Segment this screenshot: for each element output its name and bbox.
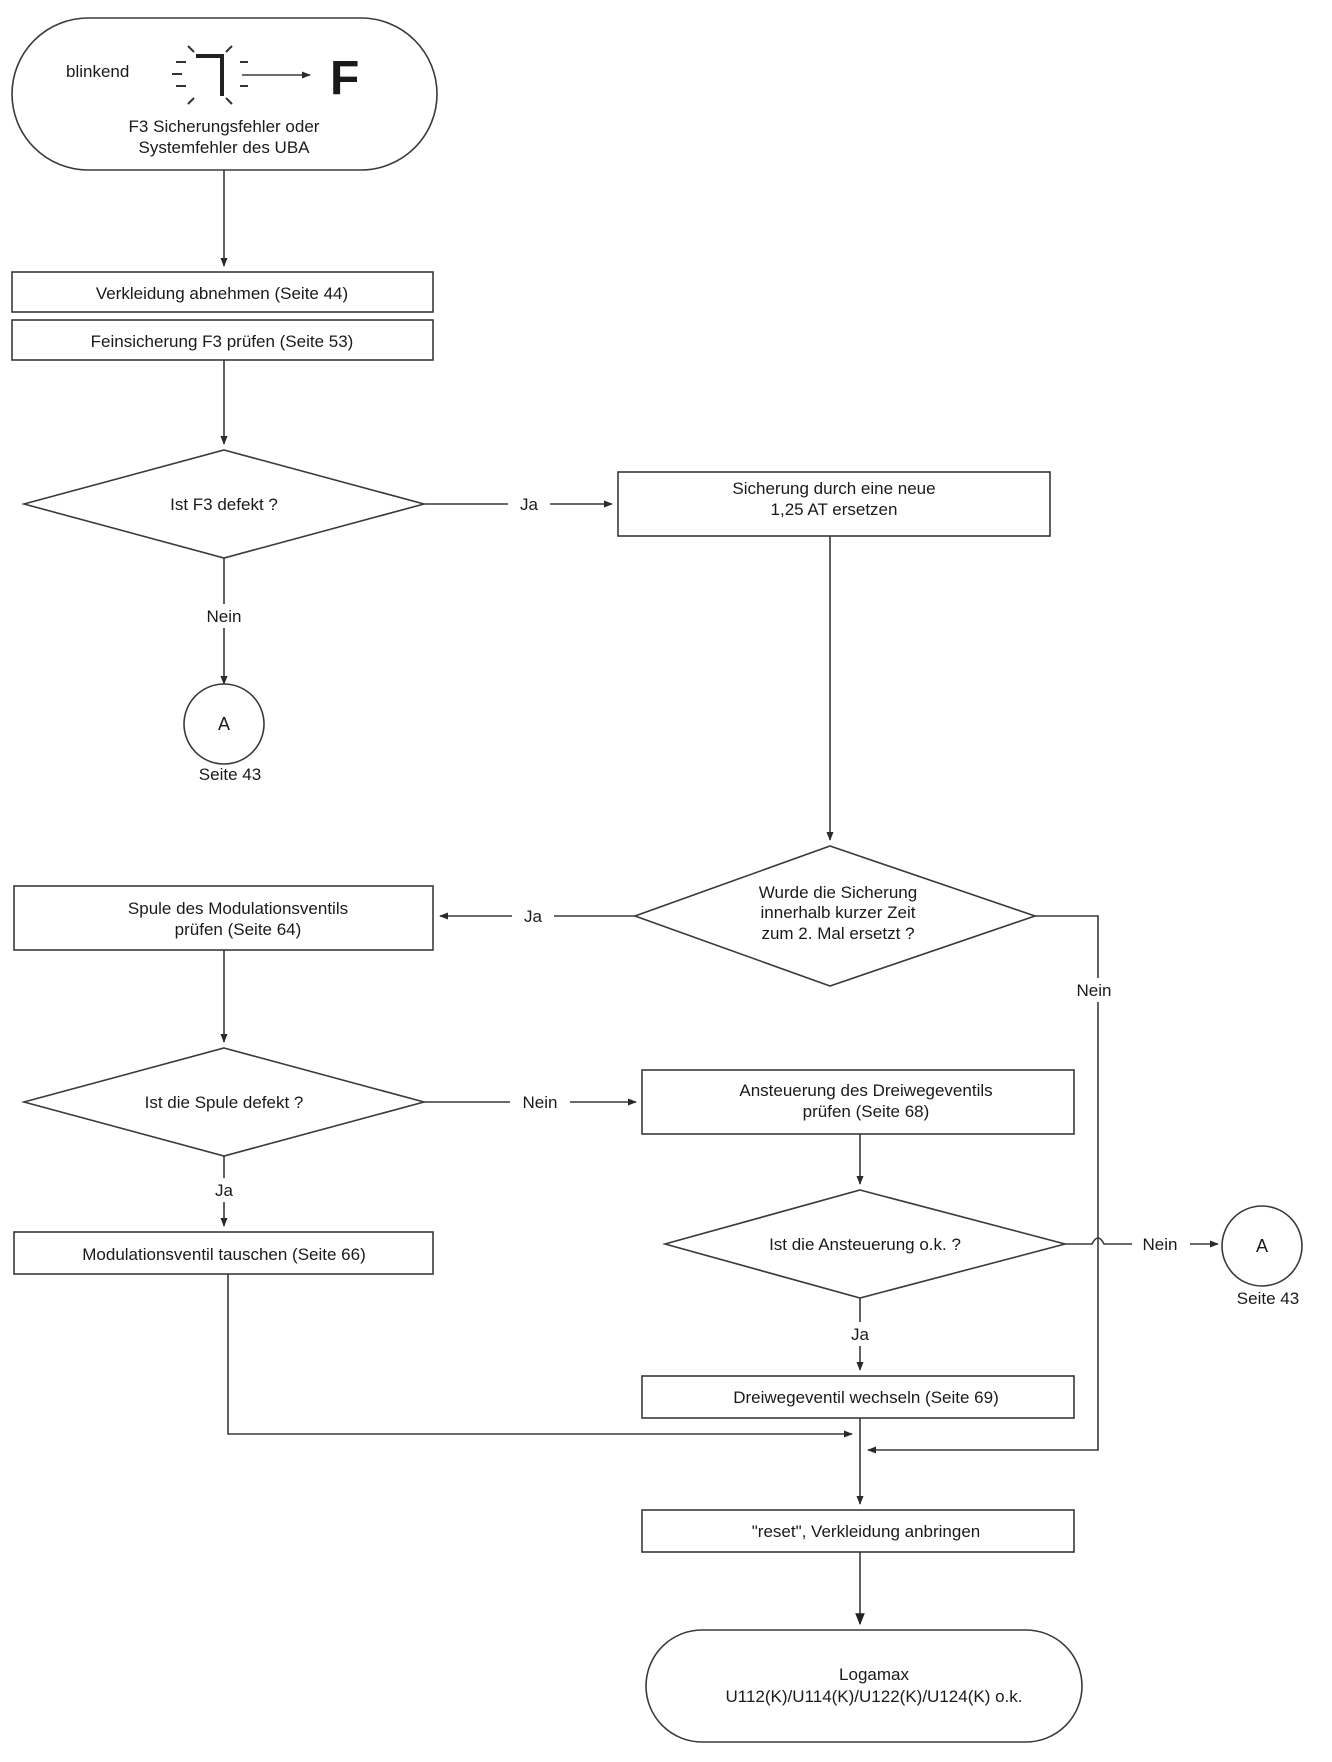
connector-a-left-letter: A: [218, 714, 230, 734]
step-swap-modvalve-label: Modulationsventil tauschen (Seite 66): [82, 1245, 366, 1264]
step-check-fuse: [11, 319, 434, 361]
display-to-value: F: [330, 52, 359, 105]
step-remove-cover-label: Verkleidung abnehmen (Seite 44): [96, 284, 348, 303]
decision-fuse-again: [632, 845, 1038, 987]
edge-f3-yes-label: Ja: [520, 495, 539, 514]
step-replace-fuse: [617, 471, 1051, 537]
end-line1: Logamax: [839, 1665, 909, 1684]
edge-coil-yes-label: Ja: [215, 1181, 234, 1200]
decision-f3-defect-label: Ist F3 defekt ?: [170, 495, 278, 514]
step-swap-3way-label: Dreiwegeventil wechseln (Seite 69): [733, 1388, 999, 1407]
step-check-control-line1: Ansteuerung des Dreiwegeventils: [739, 1081, 992, 1100]
edge-control-yes-label: Ja: [851, 1325, 870, 1344]
step-reset: [641, 1509, 1075, 1553]
connector-a-left-page: Seite 43: [199, 765, 261, 784]
edge-again-no: [867, 915, 1099, 1454]
end-line2: U112(K)/U114(K)/U122(K)/U124(K) o.k.: [726, 1687, 1023, 1706]
step-check-fuse-label: Feinsicherung F3 prüfen (Seite 53): [91, 332, 354, 351]
decision-fuse-again-line1: Wurde die Sicherung: [759, 883, 917, 902]
start-line1: F3 Sicherungsfehler oder: [129, 117, 320, 136]
end-terminator: [645, 1629, 1083, 1743]
step-check-control-line2: prüfen (Seite 68): [803, 1102, 930, 1121]
connector-a-left: [183, 683, 265, 765]
blink-label: blinkend: [66, 62, 129, 81]
edge-again-no-label: Nein: [1077, 981, 1112, 1000]
edge-modvalve-to-merge: [227, 1274, 853, 1438]
connector-a-right-letter: A: [1256, 1236, 1268, 1256]
display-seven-segment-icon: [196, 54, 224, 96]
edge-again-yes-label: Ja: [524, 907, 543, 926]
connector-a-right-page: Seite 43: [1237, 1289, 1299, 1308]
connector-a-right: [1221, 1205, 1303, 1287]
decision-coil-defect-label: Ist die Spule defekt ?: [145, 1093, 304, 1112]
step-remove-cover: [11, 271, 434, 313]
decision-fuse-again-line3: zum 2. Mal ersetzt ?: [761, 924, 914, 943]
step-check-coil-line2: prüfen (Seite 64): [175, 920, 302, 939]
edge-control-no: [1065, 1237, 1219, 1248]
step-replace-fuse-line1: Sicherung durch eine neue: [732, 479, 935, 498]
start-line2: Systemfehler des UBA: [138, 138, 310, 157]
decision-fuse-again-line2: innerhalb kurzer Zeit: [761, 903, 916, 922]
step-swap-modvalve: [13, 1231, 434, 1275]
decision-control-ok-label: Ist die Ansteuerung o.k. ?: [769, 1235, 961, 1254]
edge-f3-no-label: Nein: [207, 607, 242, 626]
step-check-control: [641, 1069, 1075, 1135]
step-replace-fuse-line2: 1,25 AT ersetzen: [771, 500, 898, 519]
step-check-coil: [13, 885, 434, 951]
step-reset-label: "reset", Verkleidung anbringen: [752, 1522, 981, 1541]
step-check-coil-line1: Spule des Modulationsventils: [128, 899, 348, 918]
edge-coil-no-label: Nein: [523, 1093, 558, 1112]
edge-control-no-label: Nein: [1143, 1235, 1178, 1254]
blinking-rays-icon: [172, 45, 248, 105]
step-swap-3way: [641, 1375, 1075, 1419]
